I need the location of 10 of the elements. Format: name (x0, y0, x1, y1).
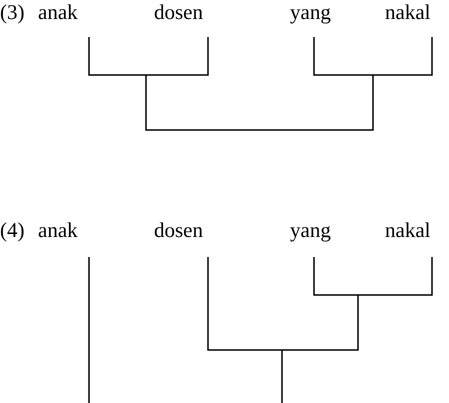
word: anak (38, 220, 78, 241)
word: dosen (154, 220, 203, 241)
word: yang (290, 220, 331, 241)
word: anak (38, 2, 78, 23)
example-number: (4) (0, 220, 24, 241)
word: yang (290, 2, 331, 23)
word: dosen (154, 2, 203, 23)
word: nakal (385, 2, 430, 23)
example-number: (3) (0, 2, 24, 23)
word: nakal (385, 220, 430, 241)
